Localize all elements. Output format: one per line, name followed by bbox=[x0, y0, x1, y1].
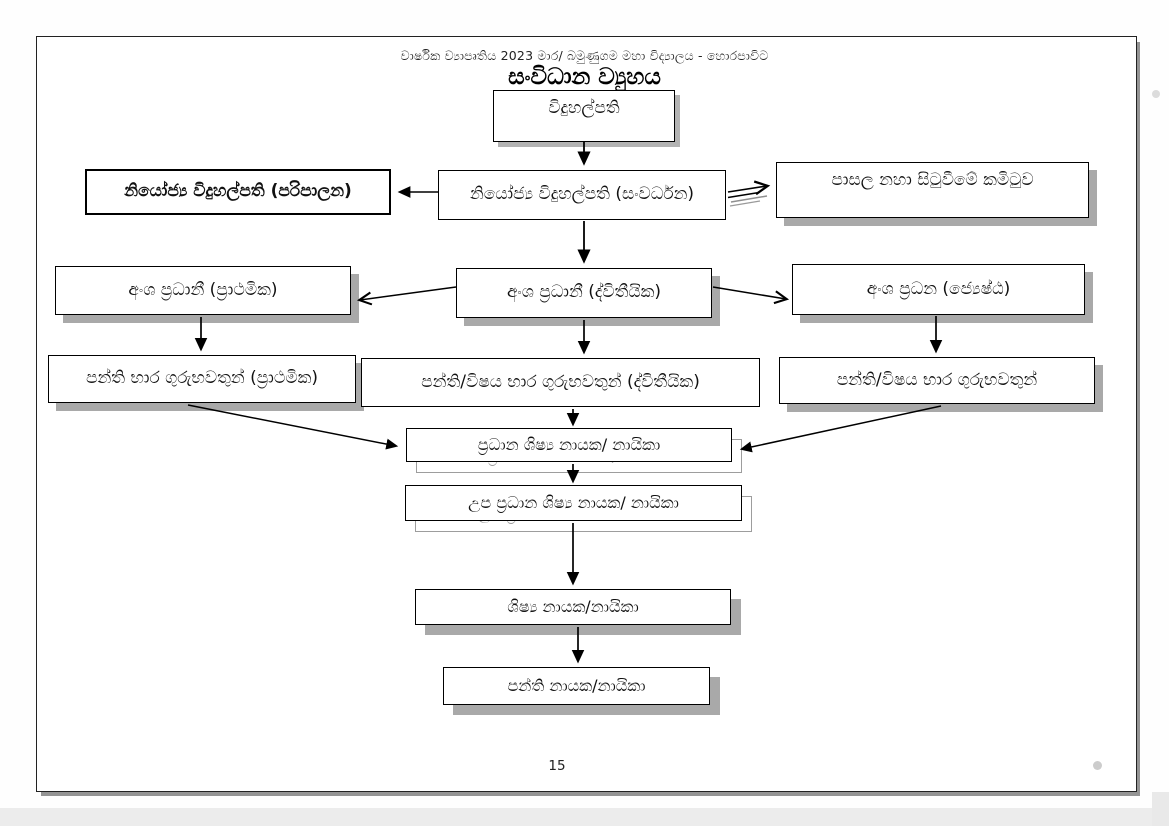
node-deputy-principal-admin: නියෝජ්‍ය විදුහල්පති (පරිපාලන) bbox=[85, 169, 391, 215]
node-class-teachers-primary: පන්ති භාර ගුරුභවතුන් (ප්‍රාථමික) bbox=[48, 355, 356, 403]
node-deputy-principal-development: නියෝජ්‍ය විදුහල්පති (සංවර්ධන) bbox=[438, 170, 726, 220]
scan-artifact-dot bbox=[1093, 761, 1102, 770]
node-prefects: ශිෂ්‍ය නායක/නායිකා bbox=[415, 589, 731, 625]
node-section-head-primary: අංශ ප්‍රධානී (ප්‍රාථමික) bbox=[55, 266, 351, 315]
node-class-teachers-senior: පන්ති/විෂය භාර ගුරුභවතුන් bbox=[779, 357, 1095, 404]
node-class-teachers-secondary: පන්ති/විෂය භාර ගුරුභවතුන් (ද්විතීයික) bbox=[361, 358, 760, 407]
node-section-head-senior: අංශ ප්‍රධන (ජ්‍යෙෂ්ඨ) bbox=[792, 264, 1085, 315]
node-head-prefect: ප්‍රධාන ශිෂ්‍ය නායක/ නායිකා ප්‍රධාන ශිෂ්… bbox=[406, 428, 742, 473]
scan-artifact-dot bbox=[1152, 90, 1160, 98]
scan-background-strip-right bbox=[1152, 792, 1169, 826]
page-number: 15 bbox=[548, 758, 566, 774]
node-deputy-head-prefect-label: උප ප්‍රධාන ශිෂ්‍ය නායක/ නායිකා bbox=[405, 485, 742, 521]
node-head-prefect-label: ප්‍රධාන ශිෂ්‍ය නායක/ නායිකා bbox=[406, 428, 732, 462]
scan-background-strip bbox=[0, 808, 1169, 826]
page-header: වාර්ෂික ව්‍යාපෘතිය 2023 මාර/ බමුණුගම මහා… bbox=[400, 48, 769, 63]
page-title: සංවිධාන ව්‍යුහය bbox=[508, 64, 661, 90]
node-section-head-secondary: අංශ ප්‍රධානී (ද්විතීයික) bbox=[456, 268, 712, 318]
node-principal: විදුහල්පති bbox=[493, 90, 675, 142]
node-class-monitors: පන්ති නායක/නායිකා bbox=[443, 667, 710, 705]
node-deputy-head-prefect: උප ප්‍රධාන ශිෂ්‍ය නායක/ නායිකා උප ප්‍රධා… bbox=[405, 485, 752, 532]
node-school-development-committee: පාසල නහා සිටුවීමේ කමිටුව bbox=[776, 162, 1089, 218]
